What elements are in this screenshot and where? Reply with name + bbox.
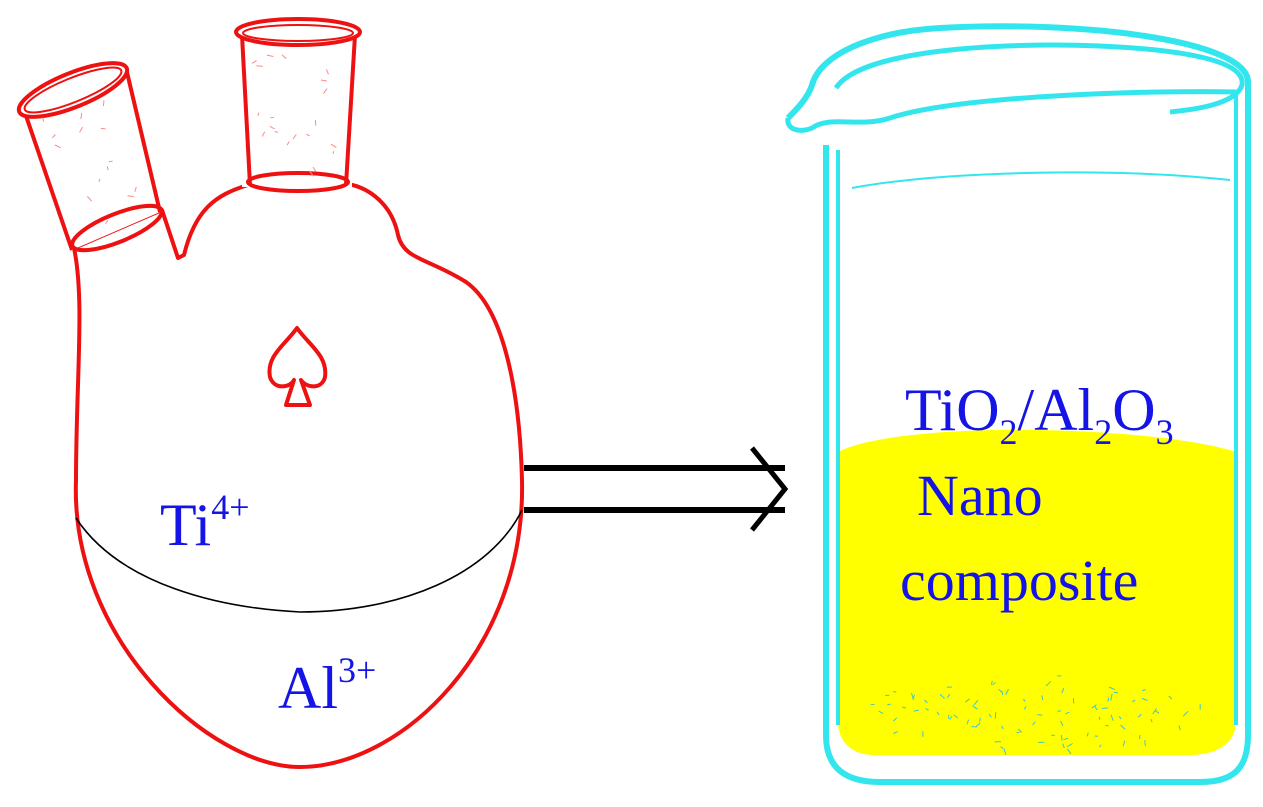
product-line1-label: Nano bbox=[917, 463, 1043, 528]
left-flask-neck bbox=[16, 61, 164, 253]
right-flask-neck bbox=[234, 17, 362, 193]
flask-body bbox=[72, 182, 525, 769]
al-ion-label: Al3+ bbox=[278, 650, 376, 721]
liquid-interface-line bbox=[75, 509, 523, 613]
precipitate-particles bbox=[870, 675, 1201, 756]
ti-ion-label: Ti4+ bbox=[160, 487, 250, 558]
al-ion-base: Al bbox=[278, 655, 338, 721]
beaker-rim bbox=[833, 42, 1245, 115]
beaker-spout bbox=[785, 89, 1237, 133]
spade-stir-bar-icon bbox=[267, 326, 328, 407]
formula-part-tio: TiO bbox=[905, 377, 1000, 443]
formula-sub-2: 2 bbox=[1094, 412, 1112, 452]
product-line2-label: composite bbox=[900, 548, 1138, 613]
product-formula-label: TiO2/Al2O3 bbox=[905, 377, 1174, 452]
beaker bbox=[785, 23, 1251, 785]
formula-part-al: /Al bbox=[1018, 377, 1095, 443]
ti-ion-charge: 4+ bbox=[211, 487, 249, 527]
double-line-arrow-icon bbox=[524, 446, 789, 532]
beaker-liquid bbox=[838, 429, 1236, 755]
two-neck-flask bbox=[16, 17, 525, 769]
beaker-outline bbox=[785, 23, 1251, 785]
formula-sub-3: 3 bbox=[1156, 412, 1174, 452]
al-ion-charge: 3+ bbox=[338, 650, 376, 690]
ti-ion-base: Ti bbox=[160, 492, 211, 558]
formula-part-o: O bbox=[1112, 377, 1155, 443]
formula-sub-1: 2 bbox=[1000, 412, 1018, 452]
beaker-highlight bbox=[851, 171, 1231, 189]
